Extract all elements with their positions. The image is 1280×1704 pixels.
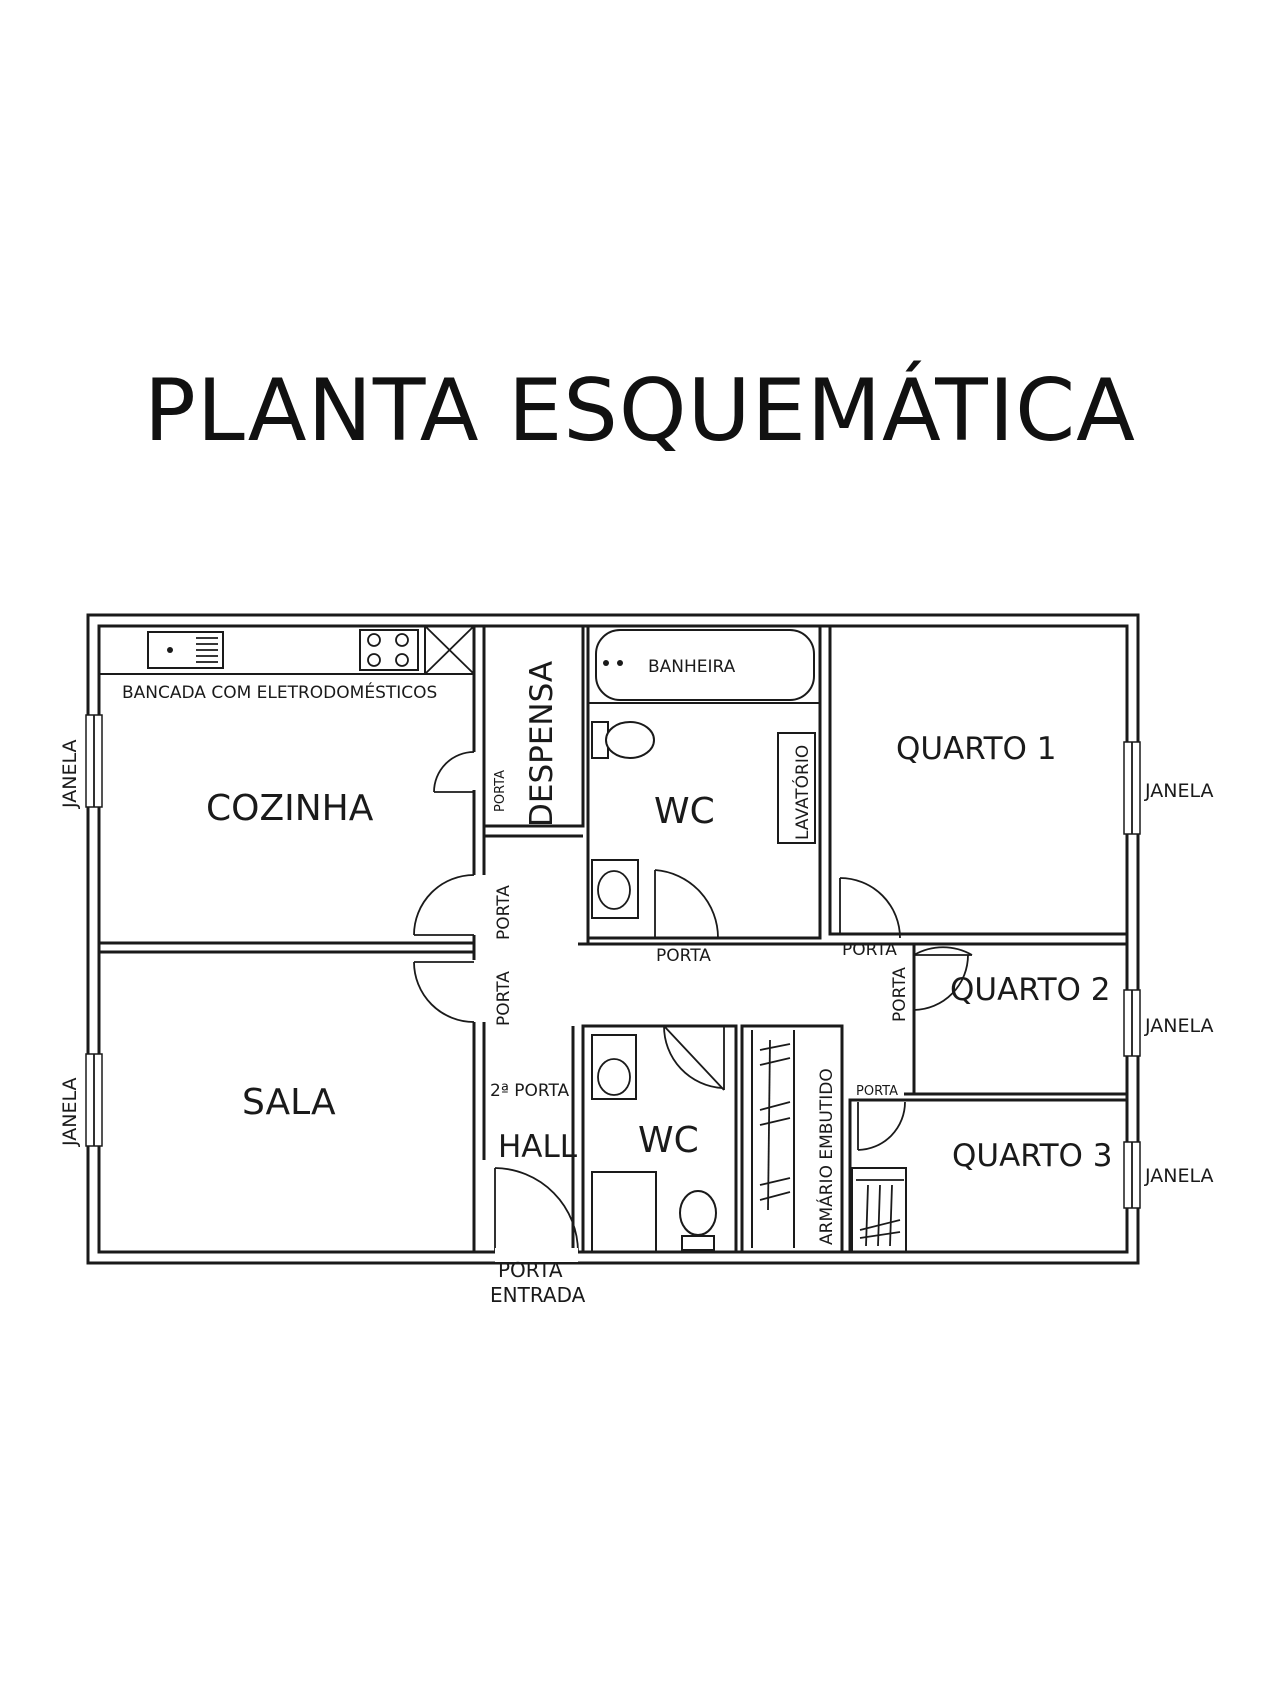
door-arc bbox=[663, 1025, 723, 1089]
entrance-label-line2: ENTRADA bbox=[490, 1283, 586, 1307]
shower-area bbox=[591, 1171, 657, 1253]
door-arc bbox=[913, 954, 969, 1011]
room-label-quarto2: QUARTO 2 bbox=[950, 972, 1111, 1008]
toilet-icon bbox=[679, 1190, 717, 1236]
despensa-room bbox=[482, 624, 585, 828]
room-label-wc-top: WC bbox=[654, 791, 715, 832]
door-label: PORTA bbox=[494, 885, 514, 940]
door-label: PORTA bbox=[856, 1084, 898, 1099]
room-label-wc-bottom: WC bbox=[638, 1120, 699, 1161]
door-arc bbox=[413, 874, 475, 936]
quarto2-room bbox=[912, 942, 1129, 1096]
door-arc bbox=[413, 961, 475, 1023]
door-arc bbox=[857, 1101, 906, 1151]
door-arc bbox=[654, 869, 719, 939]
window-label: JANELA bbox=[1144, 1165, 1214, 1187]
wc-top-room bbox=[586, 624, 822, 940]
entrance-label-line1: PORTA bbox=[498, 1258, 563, 1282]
washbasin-counter bbox=[777, 732, 816, 844]
door-arc bbox=[839, 877, 901, 939]
window-label: JANELA bbox=[59, 739, 81, 809]
window-label: JANELA bbox=[59, 1077, 81, 1147]
bathtub bbox=[595, 629, 815, 701]
quarto3-room bbox=[848, 1098, 1129, 1254]
room-label-sala: SALA bbox=[242, 1082, 336, 1123]
bathtub-label: BANHEIRA bbox=[648, 657, 736, 677]
door-label: PORTA bbox=[493, 770, 508, 812]
built-in-wardrobe bbox=[740, 1024, 844, 1254]
wardrobe-label: ARMÁRIO EMBUTIDO bbox=[815, 1068, 837, 1245]
door-label: PORTA bbox=[890, 967, 910, 1022]
counter-label: BANCADA COM ELETRODOMÉSTICOS bbox=[122, 681, 437, 703]
door-label: PORTA bbox=[656, 946, 711, 966]
door-label: PORTA bbox=[842, 940, 897, 960]
room-label-despensa: DESPENSA bbox=[524, 661, 560, 827]
door-arc bbox=[433, 751, 475, 793]
page-title: PLANTA ESQUEMÁTICA bbox=[144, 361, 1136, 461]
window-label: JANELA bbox=[1144, 1015, 1214, 1037]
entrance-door-arc bbox=[494, 1167, 579, 1253]
room-label-quarto1: QUARTO 1 bbox=[896, 731, 1057, 767]
room-label-cozinha: COZINHA bbox=[206, 788, 374, 829]
sink-icon bbox=[591, 1034, 637, 1100]
washbasin-label: LAVATÓRIO bbox=[791, 745, 813, 840]
room-label-hall: HALL bbox=[498, 1129, 578, 1165]
window-label: JANELA bbox=[1144, 780, 1214, 802]
door-label: PORTA bbox=[494, 971, 514, 1026]
outer-wall-outer bbox=[86, 613, 1140, 1265]
room-label-quarto3: QUARTO 3 bbox=[952, 1138, 1113, 1174]
second-door-label: 2ª PORTA bbox=[490, 1081, 570, 1101]
closet-small bbox=[851, 1167, 907, 1253]
